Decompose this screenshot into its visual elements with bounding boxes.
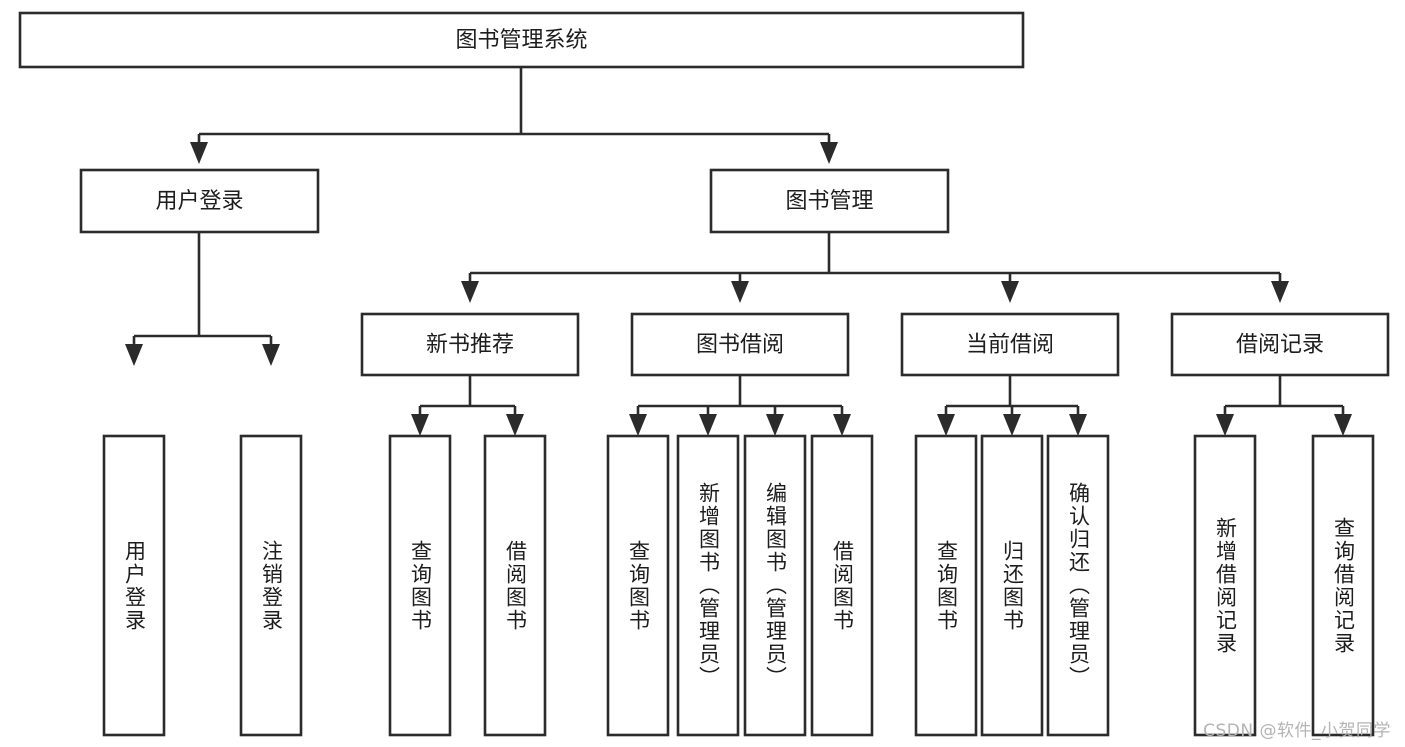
- arrow-head-icon: [190, 142, 208, 164]
- node-box-leaf-borrow-book[interactable]: [810, 434, 874, 737]
- node-box-leaf-query-book-borrow[interactable]: [606, 434, 670, 737]
- arrow-head-icon: [1069, 414, 1087, 436]
- arrow-head-icon: [411, 414, 429, 436]
- node-box-leaf-query-borrow-record[interactable]: [1311, 434, 1375, 737]
- arrow-head-icon: [820, 142, 838, 164]
- node-box-leaf-edit-book-admin[interactable]: [743, 434, 807, 737]
- arrow-head-icon: [833, 414, 851, 436]
- node-box-leaf-return-book[interactable]: [980, 434, 1044, 737]
- arrow-head-icon: [125, 344, 143, 366]
- arrow-head-icon: [629, 414, 647, 436]
- node-box-leaf-add-book-admin[interactable]: [676, 434, 740, 737]
- arrow-head-icon: [506, 414, 524, 436]
- arrow-head-icon: [1003, 414, 1021, 436]
- connector-layer: [125, 67, 1352, 436]
- node-label-borrow-record: 借阅记录: [1236, 333, 1324, 358]
- arrow-head-icon: [731, 281, 749, 303]
- arrow-head-icon: [262, 344, 280, 366]
- node-box-leaf-add-borrow-record[interactable]: [1193, 434, 1257, 737]
- node-label-new-book-recommend: 新书推荐: [426, 333, 514, 358]
- node-box-new-book-recommend[interactable]: [360, 312, 580, 377]
- watermark-text: CSDN @软件_小贺同学: [1203, 721, 1391, 741]
- arrow-head-icon: [1001, 281, 1019, 303]
- node-box-book-manage[interactable]: [709, 168, 950, 234]
- node-box-user-login[interactable]: [79, 168, 320, 234]
- node-box-leaf-borrow-book-recommend[interactable]: [483, 434, 547, 737]
- arrow-head-icon: [1334, 414, 1352, 436]
- arrow-head-icon: [699, 414, 717, 436]
- node-box-leaf-user-login[interactable]: [102, 434, 166, 737]
- node-box-leaf-confirm-return-admin[interactable]: [1046, 434, 1110, 737]
- arrow-head-icon: [461, 281, 479, 303]
- node-label-book-manage: 图书管理: [785, 189, 873, 214]
- arrow-head-icon: [937, 414, 955, 436]
- node-box-leaf-query-book-current[interactable]: [914, 434, 978, 737]
- node-box-leaf-user-logout[interactable]: [239, 434, 303, 737]
- node-box-root[interactable]: [18, 11, 1025, 69]
- arrow-head-icon: [1216, 414, 1234, 436]
- arrow-head-icon: [1271, 281, 1289, 303]
- node-label-root: 图书管理系统: [455, 28, 587, 53]
- node-box-current-borrow[interactable]: [900, 312, 1120, 377]
- node-box-borrow-record[interactable]: [1170, 312, 1390, 377]
- node-label-user-login: 用户登录: [155, 189, 243, 214]
- node-label-current-borrow: 当前借阅: [966, 333, 1054, 358]
- node-box-book-borrow[interactable]: [630, 312, 850, 377]
- node-label-book-borrow: 图书借阅: [696, 333, 784, 358]
- arrow-head-icon: [766, 414, 784, 436]
- node-box-layer: [18, 11, 1390, 737]
- node-box-leaf-query-book-recommend[interactable]: [388, 434, 452, 737]
